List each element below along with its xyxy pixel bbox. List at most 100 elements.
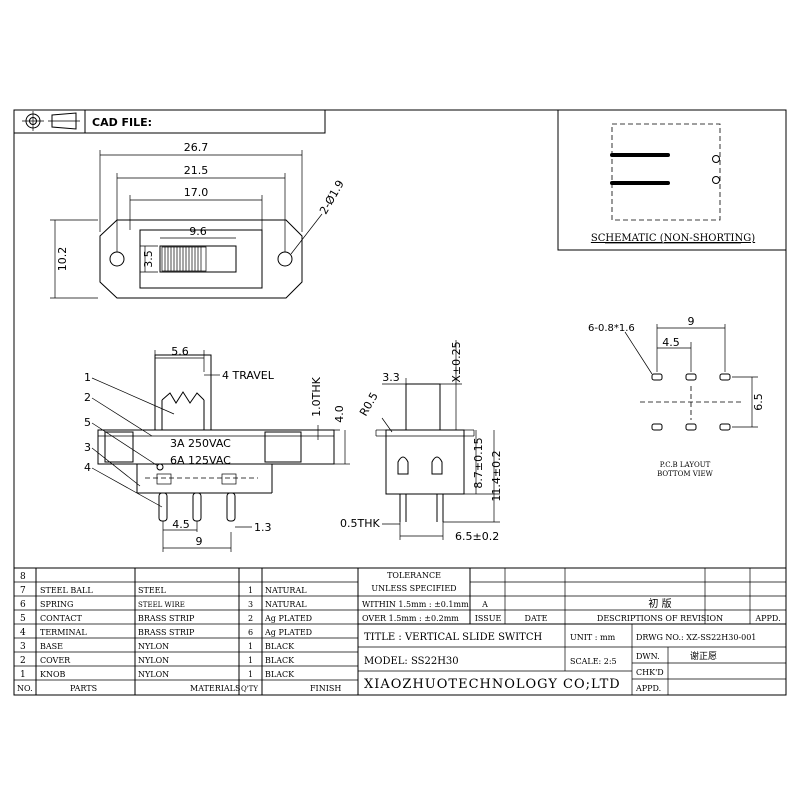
rev-issue: ISSUE <box>475 614 502 623</box>
dwn-label: DWN. <box>636 652 660 661</box>
side-view: 3A 250VAC 6A 125VAC 1 2 5 3 4 5.6 4 TRAV… <box>84 345 350 552</box>
svg-text:6: 6 <box>248 628 253 637</box>
dim-height: 10.2 <box>56 247 69 272</box>
svg-text:8: 8 <box>20 572 26 582</box>
svg-text:6: 6 <box>20 600 26 610</box>
svg-text:Ag PLATED: Ag PLATED <box>264 628 312 637</box>
svg-text:4: 4 <box>20 628 26 638</box>
thk-side: 1.0THK <box>310 376 323 416</box>
svg-text:1: 1 <box>248 642 253 651</box>
svg-text:FINISH: FINISH <box>310 684 341 693</box>
unit-label: UNIT : mm <box>570 633 616 642</box>
svg-text:7: 7 <box>20 586 26 596</box>
svg-text:SPRING: SPRING <box>40 600 73 609</box>
svg-text:5: 5 <box>20 614 26 624</box>
end-view: 3.3 X±0.25 R0.5 8.7±0.15 11.4±0.2 0.5THK… <box>340 340 503 543</box>
dim-knob-width: 5.6 <box>171 345 189 358</box>
bom-row-5: 5 CONTACT BRASS STRIP 2 Ag PLATED <box>20 614 312 624</box>
bom-row-7: 7 STEEL BALL STEEL 1 NATURAL <box>20 586 307 596</box>
svg-text:STEEL WIRE: STEEL WIRE <box>138 601 185 609</box>
svg-text:BRASS STRIP: BRASS STRIP <box>138 614 195 623</box>
scale: SCALE: 2:5 <box>570 657 617 666</box>
svg-text:3: 3 <box>248 600 253 609</box>
callout-4: 4 <box>84 461 91 474</box>
dim-knob: 9.6 <box>189 225 207 238</box>
model: MODEL: SS22H30 <box>364 656 459 667</box>
tolerance-title-1: TOLERANCE <box>387 571 441 580</box>
dim-hole-dia: 2-Ø1.9 <box>317 178 347 217</box>
dim-end-knob: 3.3 <box>382 371 400 384</box>
rating-2: 6A 125VAC <box>170 454 231 467</box>
dim-pin-span: 9 <box>196 535 203 548</box>
cad-file-label: CAD FILE: <box>92 116 152 129</box>
knob-ribs <box>161 246 207 272</box>
svg-text:3: 3 <box>20 642 26 652</box>
drawing-number: DRWG NO.: XZ-SS22H30-001 <box>636 633 756 642</box>
callout-2: 2 <box>84 391 91 404</box>
dim-b: 11.4±0.2 <box>490 450 503 501</box>
rating-1: 3A 250VAC <box>170 437 231 450</box>
callout-1: 1 <box>84 371 91 384</box>
rev-letter: A <box>481 600 488 609</box>
svg-text:MATERIALS: MATERIALS <box>190 684 240 693</box>
svg-text:NO.: NO. <box>17 684 33 693</box>
svg-text:NATURAL: NATURAL <box>265 586 307 595</box>
title-block: TITLE : VERTICAL SLIDE SWITCH UNIT : mm … <box>357 623 787 696</box>
rev-first-edition: 初 版 <box>648 597 671 610</box>
dim-body: 17.0 <box>184 186 209 199</box>
dim-a: 8.7±0.15 <box>472 437 485 488</box>
dim-end-w: 6.5±0.2 <box>455 530 499 543</box>
dim-pin-width: 1.3 <box>254 521 272 534</box>
third-angle-projection-icon <box>22 111 80 131</box>
svg-text:STEEL: STEEL <box>138 586 166 595</box>
svg-text:BLACK: BLACK <box>265 670 295 679</box>
rev-appd: APPD. <box>754 614 780 623</box>
schematic-panel: SCHEMATIC (NON-SHORTING) <box>557 109 787 251</box>
pcb-title-1: P.C.B LAYOUT <box>660 461 711 469</box>
svg-text:COVER: COVER <box>40 656 71 665</box>
dim-slot: 3.5 <box>142 250 155 268</box>
svg-text:NYLON: NYLON <box>138 656 169 665</box>
radius: R0.5 <box>357 390 381 418</box>
schematic-title: SCHEMATIC (NON-SHORTING) <box>591 233 755 244</box>
company-name: XIAOZHUOTECHNOLOGY CO;LTD <box>364 677 621 692</box>
tolerance-title-2: UNLESS SPECIFIED <box>371 584 456 593</box>
svg-text:BLACK: BLACK <box>265 656 295 665</box>
header-block: CAD FILE: <box>13 109 326 134</box>
bom-row-2: 2 COVER NYLON 1 BLACK <box>20 656 295 666</box>
svg-text:1: 1 <box>20 670 26 680</box>
svg-text:NYLON: NYLON <box>138 642 169 651</box>
svg-text:NYLON: NYLON <box>138 670 169 679</box>
dim-side-height: 4.0 <box>333 405 346 423</box>
rev-desc: DESCRIPTIONS OF REVISION <box>597 614 723 623</box>
appd-label: APPD. <box>635 684 661 693</box>
bom-row-1: 1 KNOB NYLON 1 BLACK <box>20 670 295 680</box>
dim-holes: 21.5 <box>184 164 209 177</box>
top-view: 26.7 21.5 17.0 9.6 10.2 3.5 2-Ø1.9 <box>50 141 347 299</box>
travel: 4 TRAVEL <box>222 369 275 382</box>
callout-3: 3 <box>84 441 91 454</box>
tolerance-within: WITHIN 1.5mm : ±0.1mm <box>362 600 469 609</box>
svg-text:Ag PLATED: Ag PLATED <box>264 614 312 623</box>
callout-5: 5 <box>84 416 91 429</box>
pcb-hole-spec: 6-0.8*1.6 <box>588 323 635 334</box>
bom-row-8: 8 <box>20 572 26 582</box>
dwn-name: 谢正愿 <box>690 650 717 662</box>
svg-text:NATURAL: NATURAL <box>265 600 307 609</box>
pcb-dim-row: 6.5 <box>752 393 765 411</box>
svg-text:PARTS: PARTS <box>70 684 97 693</box>
chkd-label: CHK'D <box>636 668 664 677</box>
svg-text:BLACK: BLACK <box>265 642 295 651</box>
svg-text:CONTACT: CONTACT <box>40 614 82 623</box>
rev-date: DATE <box>525 614 548 623</box>
svg-text:1: 1 <box>248 670 253 679</box>
dim-overall: 26.7 <box>184 141 209 154</box>
svg-text:1: 1 <box>248 586 253 595</box>
pcb-layout: 9 4.5 6.5 6-0.8*1.6 P.C.B LAYOUT BOTTOM … <box>588 315 765 478</box>
svg-text:2: 2 <box>248 614 253 623</box>
svg-text:Q'TY: Q'TY <box>241 685 258 693</box>
svg-text:BASE: BASE <box>40 642 63 651</box>
svg-text:KNOB: KNOB <box>40 670 66 679</box>
pcb-dim-pitch: 4.5 <box>662 336 680 349</box>
